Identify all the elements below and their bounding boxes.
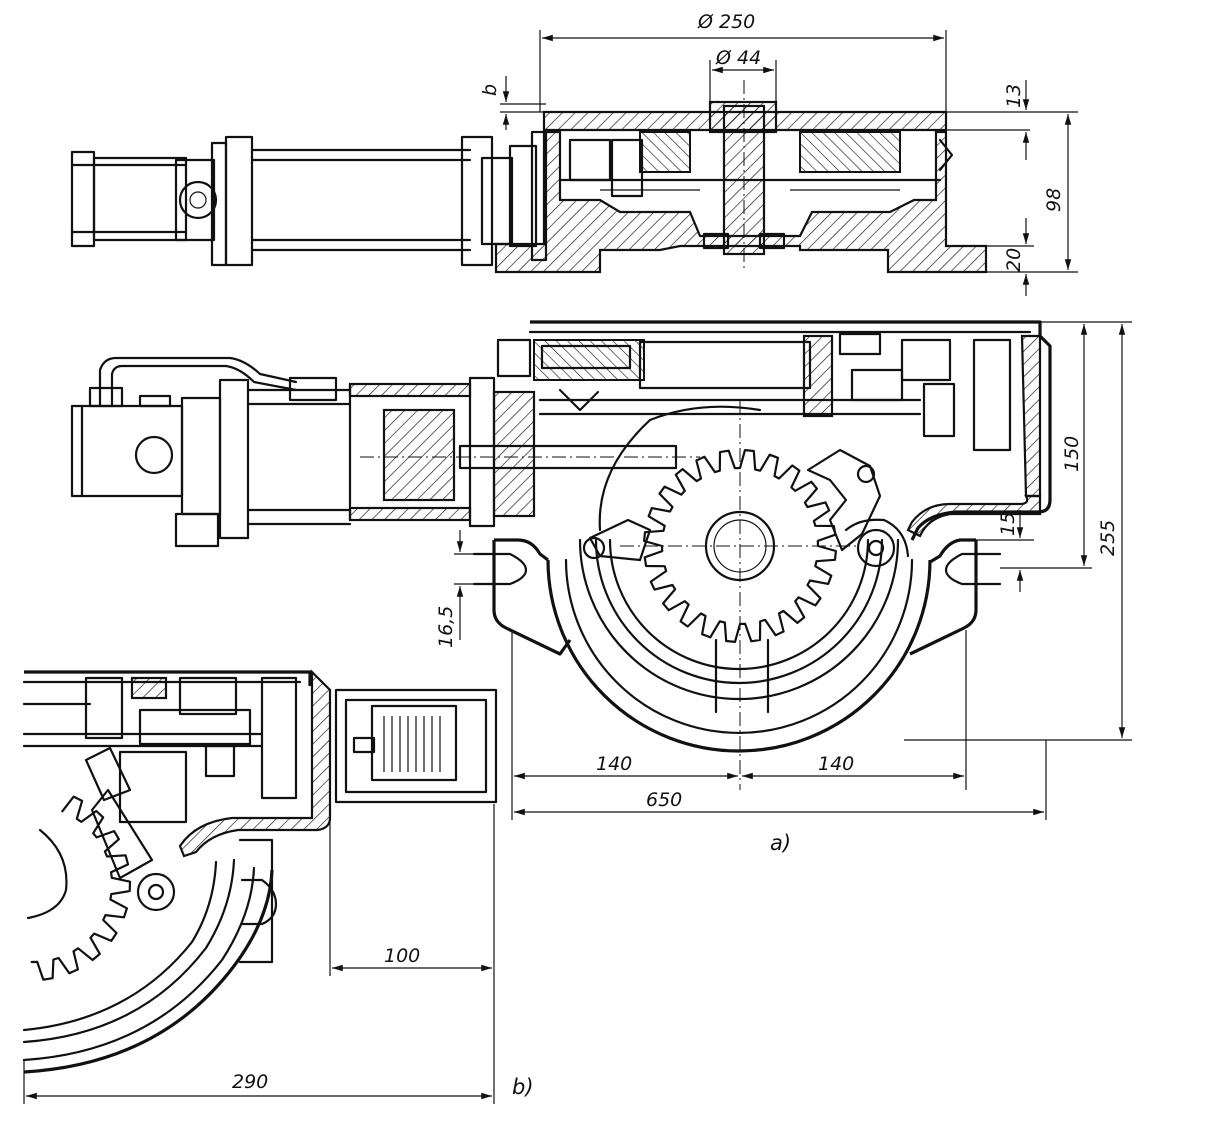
bottom-detail-view: 100 290 b) <box>22 669 534 1104</box>
dim-mid-16-5: 16,5 <box>435 606 457 648</box>
dim-bot-290: 290 <box>232 1071 268 1093</box>
dim-top-13: 13 <box>1003 84 1025 108</box>
view-label-a: a) <box>770 831 791 855</box>
dim-top-20: 20 <box>1003 248 1025 272</box>
middle-plan-view: 150 255 15 16,5 140 140 650 a) <box>70 320 1132 855</box>
bot-coil-lines <box>383 716 441 772</box>
dim-top-b: b <box>479 84 501 96</box>
dim-mid-150: 150 <box>1061 436 1083 472</box>
top-section-view: Ø 250 Ø 44 b 13 20 98 <box>70 11 1078 296</box>
bot-housing <box>22 669 498 858</box>
dim-top-98: 98 <box>1043 188 1065 212</box>
dim-mid-140-left: 140 <box>596 753 632 775</box>
dim-mid-255: 255 <box>1097 520 1119 556</box>
dim-mid-140-right: 140 <box>818 753 854 775</box>
mid-motor-cylinder <box>70 356 700 548</box>
top-table-body <box>494 80 988 274</box>
top-dimensions: Ø 250 Ø 44 b 13 20 98 <box>479 11 1078 296</box>
mid-housing <box>472 320 1052 656</box>
mid-dimensions: 150 255 15 16,5 140 140 650 a) <box>435 321 1132 855</box>
top-hydraulic-cylinder <box>70 130 548 267</box>
dim-mid-15: 15 <box>997 512 1019 536</box>
dim-mid-650: 650 <box>646 789 682 811</box>
mid-worm-ring <box>546 400 932 790</box>
dim-top-dia-250: Ø 250 <box>697 11 755 33</box>
bot-dimensions: 100 290 b) <box>23 804 534 1104</box>
mid-index-gear <box>643 449 837 643</box>
view-label-b: b) <box>512 1075 534 1099</box>
dim-top-dia-44: Ø 44 <box>715 47 761 69</box>
dim-bot-100: 100 <box>384 945 420 967</box>
bot-gear-detail <box>22 746 278 1074</box>
mid-levers <box>582 448 910 568</box>
